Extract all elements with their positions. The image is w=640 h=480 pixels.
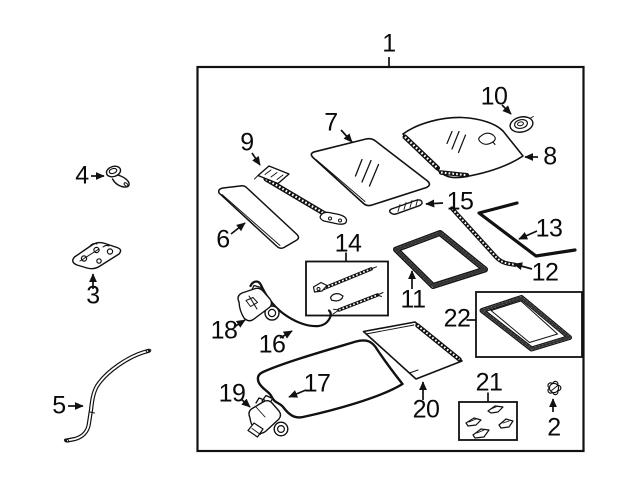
callout-2: 2 [547, 413, 561, 442]
part-17-roof-seal [256, 339, 404, 419]
callout-8: 8 [543, 142, 557, 171]
callout-16: 16 [258, 330, 286, 359]
part-9-wind-deflector [254, 165, 348, 225]
callout-6: 6 [216, 225, 230, 254]
callout-9: 9 [240, 128, 254, 157]
callout-1: 1 [382, 29, 396, 58]
part-22-sunshade-frame [479, 295, 572, 352]
callout-pointers [68, 57, 557, 412]
callout-13: 13 [535, 214, 563, 243]
part-7-sunroof-glass [310, 137, 431, 207]
callout-4: 4 [75, 161, 89, 190]
part-2-clip-nut [547, 380, 562, 396]
part-5-drain-hose [63, 348, 152, 443]
callout-17: 17 [303, 369, 331, 398]
part-19-motor [247, 394, 289, 438]
part-10-grommet [509, 116, 534, 133]
part-20-sunshade [362, 321, 463, 380]
callout-11: 11 [400, 285, 426, 314]
part-12-weatherstrip [449, 206, 518, 267]
callout-7: 7 [324, 108, 338, 137]
part-21-clip-kit [465, 405, 514, 439]
callout-14: 14 [334, 229, 362, 258]
callout-10: 10 [480, 82, 508, 111]
part-3-bracket [72, 241, 122, 270]
callout-19: 19 [218, 379, 246, 408]
callout-18: 18 [210, 316, 238, 345]
part-13-weatherstrip [477, 201, 577, 258]
part-8-roof-panel [402, 116, 524, 179]
callout-15: 15 [446, 187, 474, 216]
callout-21: 21 [475, 368, 503, 397]
callout-12: 12 [531, 258, 559, 287]
callout-20: 20 [412, 395, 440, 424]
part-16-drive-cable [249, 280, 332, 328]
part-15-guide-piece [388, 199, 423, 215]
part-11-frame-seal [393, 230, 488, 289]
part-4-retainer-clip [105, 165, 130, 188]
callout-22: 22 [443, 304, 471, 333]
callout-5: 5 [52, 391, 66, 420]
part-14-guide-rail-kit [312, 266, 384, 315]
part-18-motor [237, 284, 280, 322]
callout-3: 3 [86, 281, 100, 310]
part-6-trim-molding [217, 185, 300, 249]
